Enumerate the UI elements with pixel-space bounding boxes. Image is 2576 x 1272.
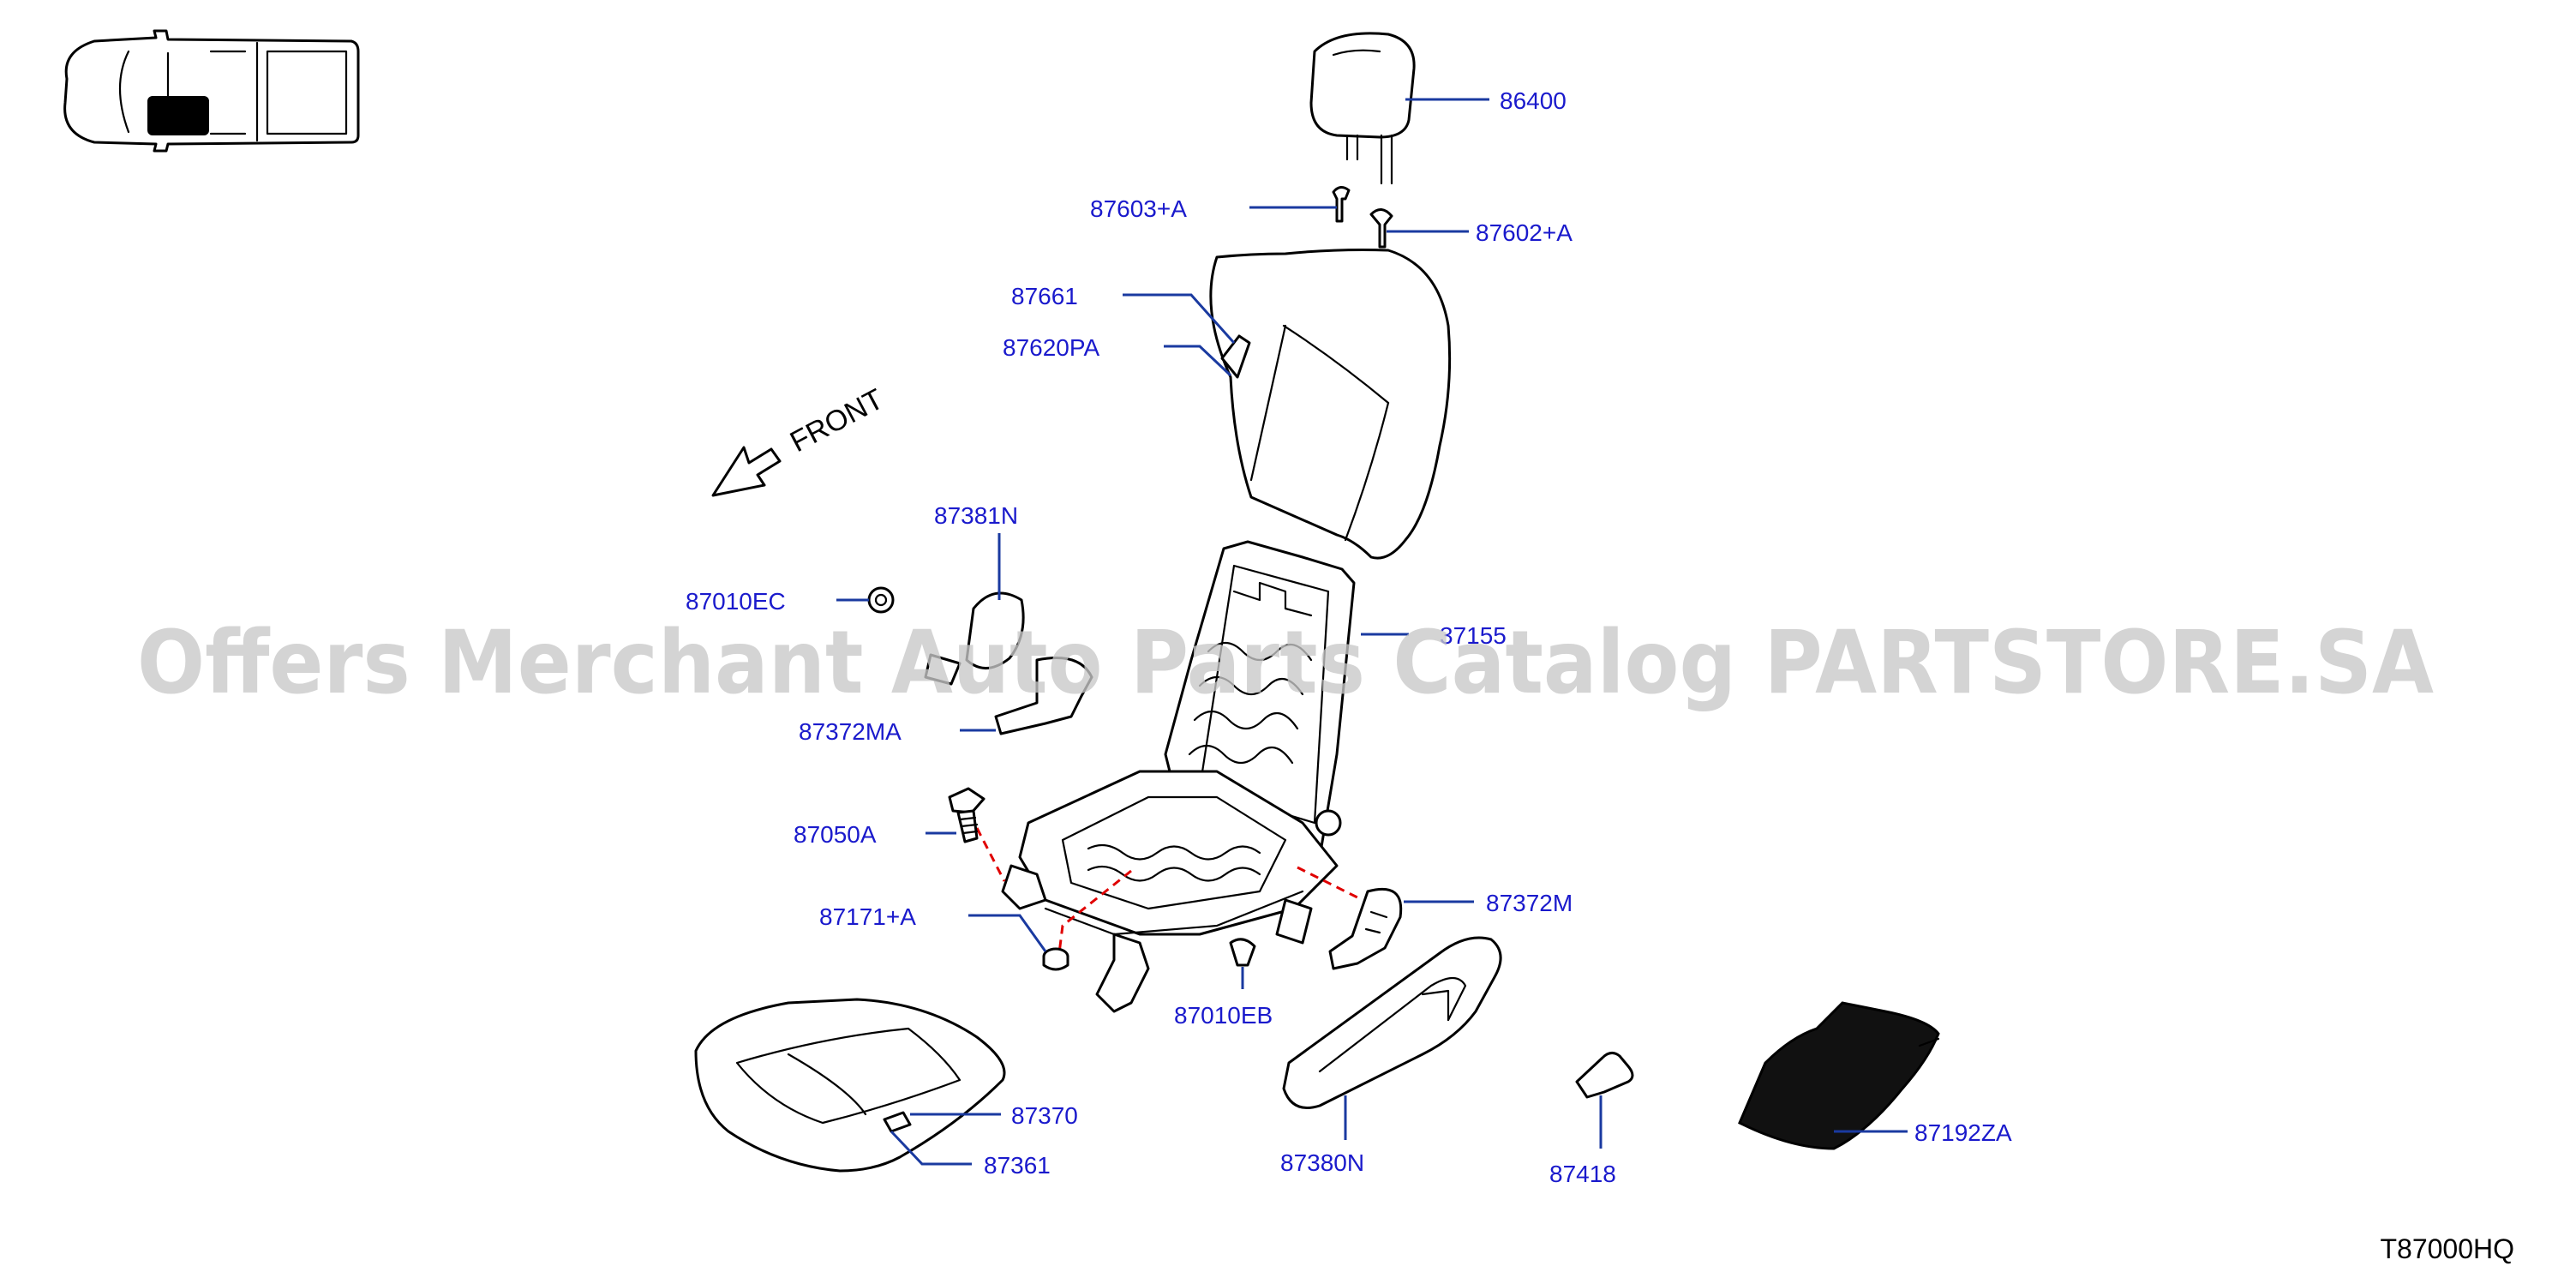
part-label-87372ma: 87372MA [799,718,902,745]
insulator-87192za [1738,1001,1940,1150]
seat-cushion-frame [1001,770,1342,1013]
seat-cushion-cover [694,998,1006,1173]
part-label-87050a: 87050A [794,821,877,848]
front-direction-label: FRONT [785,383,889,459]
cap-87171a [1042,947,1069,971]
lever-87418 [1575,1052,1634,1099]
headrest-guide-left [1332,186,1351,223]
part-label-87171a: 87171+A [819,903,916,930]
part-label-87418: 87418 [1549,1161,1616,1187]
part-label-87602a: 87602+A [1476,219,1573,246]
grommet-87010ec [867,586,895,614]
red-connector-lines [975,827,1363,954]
driver-seat-highlight [147,96,209,135]
part-label-87370: 87370 [1011,1102,1078,1129]
part-label-86400: 86400 [1500,87,1567,114]
bolt-87050a [948,787,985,843]
part-label-37155: 37155 [1440,622,1507,649]
part-label-87381n: 87381N [934,502,1018,529]
part-label-87620pa: 87620PA [1003,334,1099,361]
watermark-text: Offers Merchant Auto Parts Catalog PARTS… [137,612,2434,714]
part-label-87661: 87661 [1011,283,1078,309]
part-label-87361: 87361 [984,1152,1051,1179]
vehicle-locator-icon [63,29,360,153]
headrest [1309,32,1416,185]
recliner-cover-87381n [924,591,1025,686]
bracket-87372ma [994,657,1093,735]
part-label-87380n: 87380N [1280,1149,1364,1176]
front-arrow-icon [711,446,782,497]
side-finisher-87380n [1282,936,1502,1109]
part-label-87603a: 87603+A [1090,195,1187,222]
part-label-87010eb: 87010EB [1174,1002,1273,1029]
cushion-tag [883,1111,912,1133]
headrest-guide-right [1369,208,1393,249]
part-label-87372m: 87372M [1486,890,1573,916]
seatback-tag [1220,334,1251,379]
bracket-87372m [1328,887,1403,970]
seatback-cover [1209,249,1452,560]
part-label-87010ec: 87010EC [686,588,786,615]
part-label-87192za: 87192ZA [1914,1119,2012,1146]
diagram-code: T87000HQ [2380,1233,2514,1264]
clip-87010eb [1229,938,1256,967]
leader-lines [836,98,1908,1166]
